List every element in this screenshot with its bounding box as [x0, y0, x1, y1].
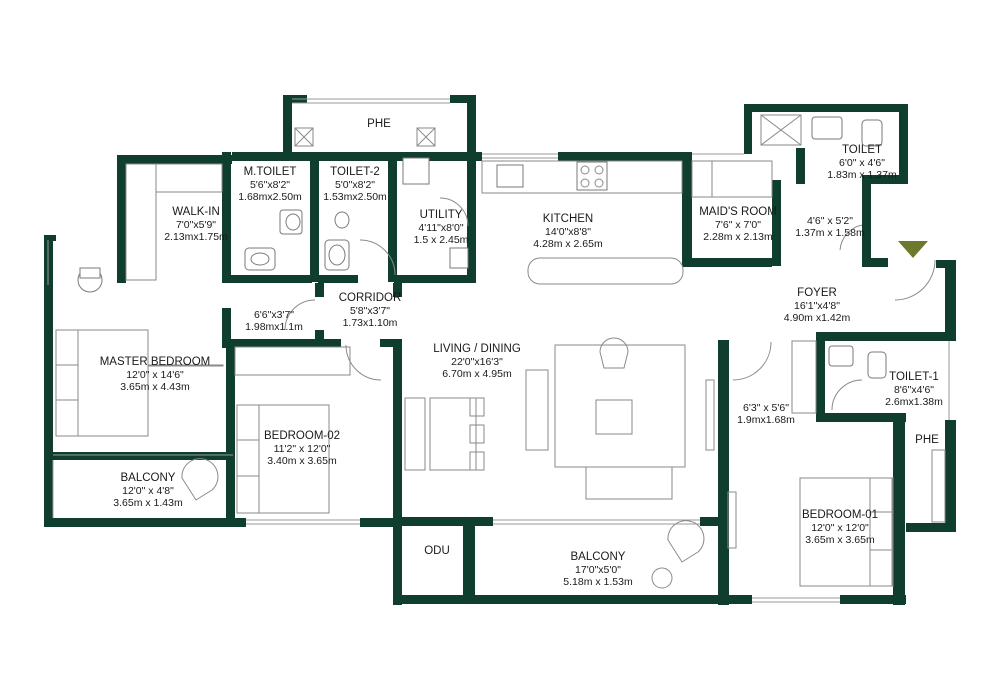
- room-name: TOILET-2: [330, 166, 380, 178]
- room-dim-m: 1.37m x 1.58m: [795, 227, 865, 240]
- room-dim-m: 3.65m x 4.43m: [120, 381, 190, 394]
- room-name: CORRIDOR: [338, 292, 402, 304]
- room-dim-ft: 8'6"x4'6": [893, 384, 935, 397]
- room-label-foyer: FOYER 16'1"x4'8" 4.90m x1.42m: [784, 287, 851, 324]
- room-dim-m: 3.40m x 3.65m: [267, 455, 337, 468]
- room-dim-m: 1.53mx2.50m: [323, 191, 387, 204]
- room-label-maid-passage: 4'6" x 5'2" 1.37m x 1.58m: [795, 215, 864, 239]
- room-dim-m: 6.70m x 4.95m: [442, 368, 512, 381]
- room-dim-m: 4.90m x1.42m: [783, 312, 851, 325]
- room-dim-m: 2.13mx1.75m: [164, 231, 228, 244]
- room-dim-ft: 17'0"x5'0": [575, 564, 621, 577]
- room-label-master-bedroom: MASTER BEDROOM 12'0" x 14'6" 3.65m x 4.4…: [100, 356, 211, 393]
- room-dim-ft: 16'1"x4'8": [794, 300, 840, 313]
- room-name: LIVING / DINING: [433, 343, 521, 355]
- room-dim-ft: 5'6"x8'2": [249, 179, 291, 192]
- room-dim-m: 3.65m x 3.65m: [805, 534, 875, 547]
- room-dim-m: 1.98mx1.1m: [245, 321, 303, 334]
- room-dim-ft: 6'6"x3'7": [253, 309, 295, 321]
- room-dim-ft: 12'0" x 12'0": [811, 522, 869, 535]
- room-dim-ft: 11'2" x 12'0": [273, 443, 331, 456]
- room-name: BALCONY: [570, 551, 626, 563]
- room-dim-ft: 5'0"x8'2": [334, 179, 376, 192]
- room-name: BALCONY: [120, 472, 176, 484]
- room-label-bedroom-01: BEDROOM-01 12'0" x 12'0" 3.65m x 3.65m: [802, 509, 878, 546]
- room-dim-ft: 6'0" x 4'6": [839, 157, 885, 170]
- room-dim-ft: 14'0"x8'8": [545, 226, 591, 239]
- room-dim-m: 2.6mx1.38m: [885, 396, 943, 409]
- room-dim-ft: 12'0" x 4'8": [122, 485, 174, 498]
- room-label-bedroom-02: BEDROOM-02 11'2" x 12'0" 3.40m x 3.65m: [264, 430, 340, 467]
- room-dim-ft: 7'0"x5'9": [175, 219, 217, 232]
- room-label-toilet-top: TOILET 6'0" x 4'6" 1.83m x 1.37m: [827, 144, 896, 181]
- room-name: ODU: [424, 545, 450, 557]
- room-dim-m: 1.5 x 2.45m: [413, 234, 469, 247]
- room-name: WALK-IN: [172, 206, 220, 218]
- room-label-balcony-bottom: BALCONY 17'0"x5'0" 5.18m x 1.53m: [563, 551, 632, 588]
- room-dim-ft: 22'0"x16'3": [451, 356, 503, 369]
- room-label-kitchen: KITCHEN 14'0"x8'8" 4.28m x 2.65m: [533, 213, 602, 250]
- room-name: BEDROOM-02: [263, 430, 341, 442]
- room-dim-m: 5.18m x 1.53m: [563, 576, 633, 589]
- room-name: KITCHEN: [542, 213, 594, 225]
- room-dim-m: 1.73x1.10m: [342, 317, 398, 330]
- room-dim-m: 4.28m x 2.65m: [533, 238, 603, 251]
- room-label-balcony-left: BALCONY 12'0" x 4'8" 3.65m x 1.43m: [113, 472, 182, 509]
- room-dim-ft: 6'3" x 5'6": [743, 402, 789, 414]
- room-label-m-toilet: M.TOILET 5'6"x8'2" 1.68mx2.50m: [238, 166, 302, 203]
- room-dim-m: 1.68mx2.50m: [238, 191, 302, 204]
- walls: [44, 95, 956, 605]
- room-label-toilet-2: TOILET-2 5'0"x8'2" 1.53mx2.50m: [323, 166, 387, 203]
- room-dim-m: 1.9mx1.68m: [737, 414, 795, 427]
- room-label-odu: ODU: [424, 545, 450, 558]
- room-label-utility: UTILITY 4'11"x8'0" 1.5 x 2.45m: [414, 209, 469, 246]
- room-dim-m: 2.28m x 2.13m: [703, 231, 773, 244]
- fixtures: [47, 98, 950, 603]
- room-dim-m: 3.65m x 1.43m: [113, 497, 183, 510]
- room-name: BEDROOM-01: [801, 509, 879, 521]
- room-dim-ft: 12'0" x 14'6": [126, 369, 184, 382]
- room-dim-ft: 7'6" x 7'0": [715, 219, 761, 232]
- room-label-corridor: CORRIDOR 5'8"x3'7" 1.73x1.10m: [339, 292, 402, 329]
- room-label-maids-room: MAID'S ROOM 7'6" x 7'0" 2.28m x 2.13m: [699, 206, 777, 243]
- room-name: MASTER BEDROOM: [99, 356, 211, 368]
- room-dim-ft: 4'6" x 5'2": [807, 215, 853, 227]
- room-label-phe-top: PHE: [367, 118, 391, 131]
- entry-triangle-icon: [898, 241, 928, 258]
- room-dim-m: 1.83m x 1.37m: [827, 169, 897, 182]
- room-name: MAID'S ROOM: [699, 206, 777, 218]
- room-name: PHE: [367, 118, 391, 130]
- room-label-passage: 6'6"x3'7" 1.98mx1.1m: [245, 309, 303, 333]
- room-name: UTILITY: [419, 209, 463, 221]
- room-dim-ft: 4'11"x8'0": [418, 222, 464, 235]
- room-name: FOYER: [797, 287, 837, 299]
- room-label-phe-right: PHE: [915, 434, 939, 447]
- room-label-toilet-1: TOILET-1 8'6"x4'6" 2.6mx1.38m: [885, 371, 943, 408]
- room-name: M.TOILET: [243, 166, 297, 178]
- room-dim-ft: 5'8"x3'7": [349, 305, 391, 318]
- room-name: TOILET-1: [889, 371, 939, 383]
- room-label-bed1-passage: 6'3" x 5'6" 1.9mx1.68m: [737, 402, 795, 426]
- room-name: TOILET: [841, 144, 883, 156]
- room-name: PHE: [915, 434, 939, 446]
- room-label-walk-in: WALK-IN 7'0"x5'9" 2.13mx1.75m: [164, 206, 228, 243]
- room-label-living-dining: LIVING / DINING 22'0"x16'3" 6.70m x 4.95…: [433, 343, 521, 380]
